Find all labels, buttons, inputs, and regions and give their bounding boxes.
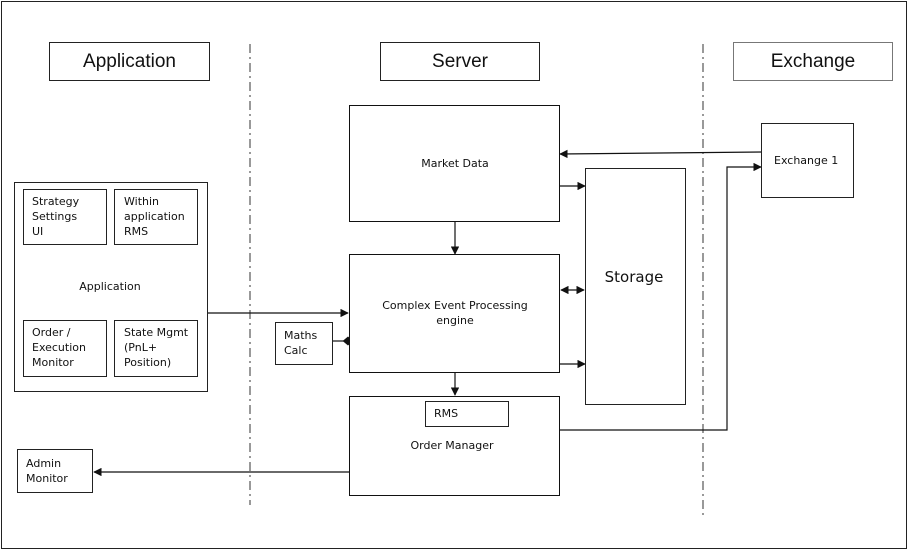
storage-box [585,168,686,405]
strategy-settings-ui-label: Strategy Settings UI [32,195,80,238]
maths-calc-box [275,322,333,365]
state-mgmt-box [114,320,198,377]
strategy-settings-ui-box [23,189,107,245]
exchange-1-box [761,123,854,198]
within-app-rms-label: Within application RMS [124,195,185,238]
state-mgmt-label: State Mgmt (PnL+ Position) [124,326,189,369]
cep-engine-label: Complex Event Processing engine [382,299,528,327]
header-server: Server [380,42,540,81]
storage-label: Storage [604,268,664,286]
market-data-box [349,105,560,222]
arrow-ordermanager-to-exchange [559,162,762,431]
application-panel-label: Application [79,280,141,293]
market-data-label: Market Data [421,157,489,170]
order-manager-label: Order Manager [410,439,494,452]
order-execution-monitor-box [23,320,107,377]
arrow-exchange-to-marketdata [559,149,763,159]
exchange-1-label: Exchange 1 [774,154,839,167]
admin-monitor-box [17,449,93,493]
order-execution-monitor-label: Order / Execution Monitor [32,326,86,369]
within-app-rms-box [114,189,198,245]
rms-label: RMS [434,407,459,420]
maths-calc-label: Maths Calc [284,329,318,357]
header-application: Application [49,42,210,81]
admin-monitor-label: Admin Monitor [26,457,68,485]
header-exchange: Exchange [733,42,893,81]
rms-box [425,401,509,427]
cep-engine-box [349,254,560,373]
